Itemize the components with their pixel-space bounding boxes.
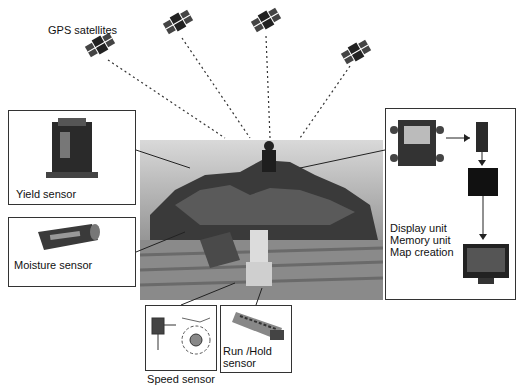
- sensor-label: Yield sensor: [16, 188, 131, 200]
- signal-line: [108, 36, 350, 138]
- yield-sensor-icon: [46, 118, 98, 178]
- speed-sensor-box: Speed sensor: [145, 305, 217, 387]
- box-frame: [145, 305, 217, 371]
- run-hold-sensor-box: Run /Hold sensor: [220, 305, 292, 373]
- satellite-icon: [84, 6, 372, 66]
- leader-line: [136, 150, 385, 305]
- box-frame: [385, 108, 516, 300]
- display-unit-box: Display unit Memory unit Map creation: [385, 108, 516, 300]
- sensor-label: Display unit Memory unit Map creation: [390, 222, 464, 258]
- yield-sensor-box: Yield sensor: [8, 110, 136, 205]
- sensor-label: Speed sensor: [145, 373, 217, 385]
- moisture-sensor-box: Moisture sensor: [8, 217, 136, 287]
- box-frame: [8, 217, 136, 287]
- sensor-label: Run /Hold sensor: [223, 345, 289, 369]
- caption-label: GPS satellites: [48, 24, 117, 36]
- sensor-label: Moisture sensor: [14, 259, 132, 271]
- speed-sensor-icon: [152, 318, 210, 354]
- moisture-sensor-icon: [38, 224, 100, 250]
- display-unit-icons: [390, 120, 509, 284]
- run-hold-sensor-icon: [232, 312, 284, 340]
